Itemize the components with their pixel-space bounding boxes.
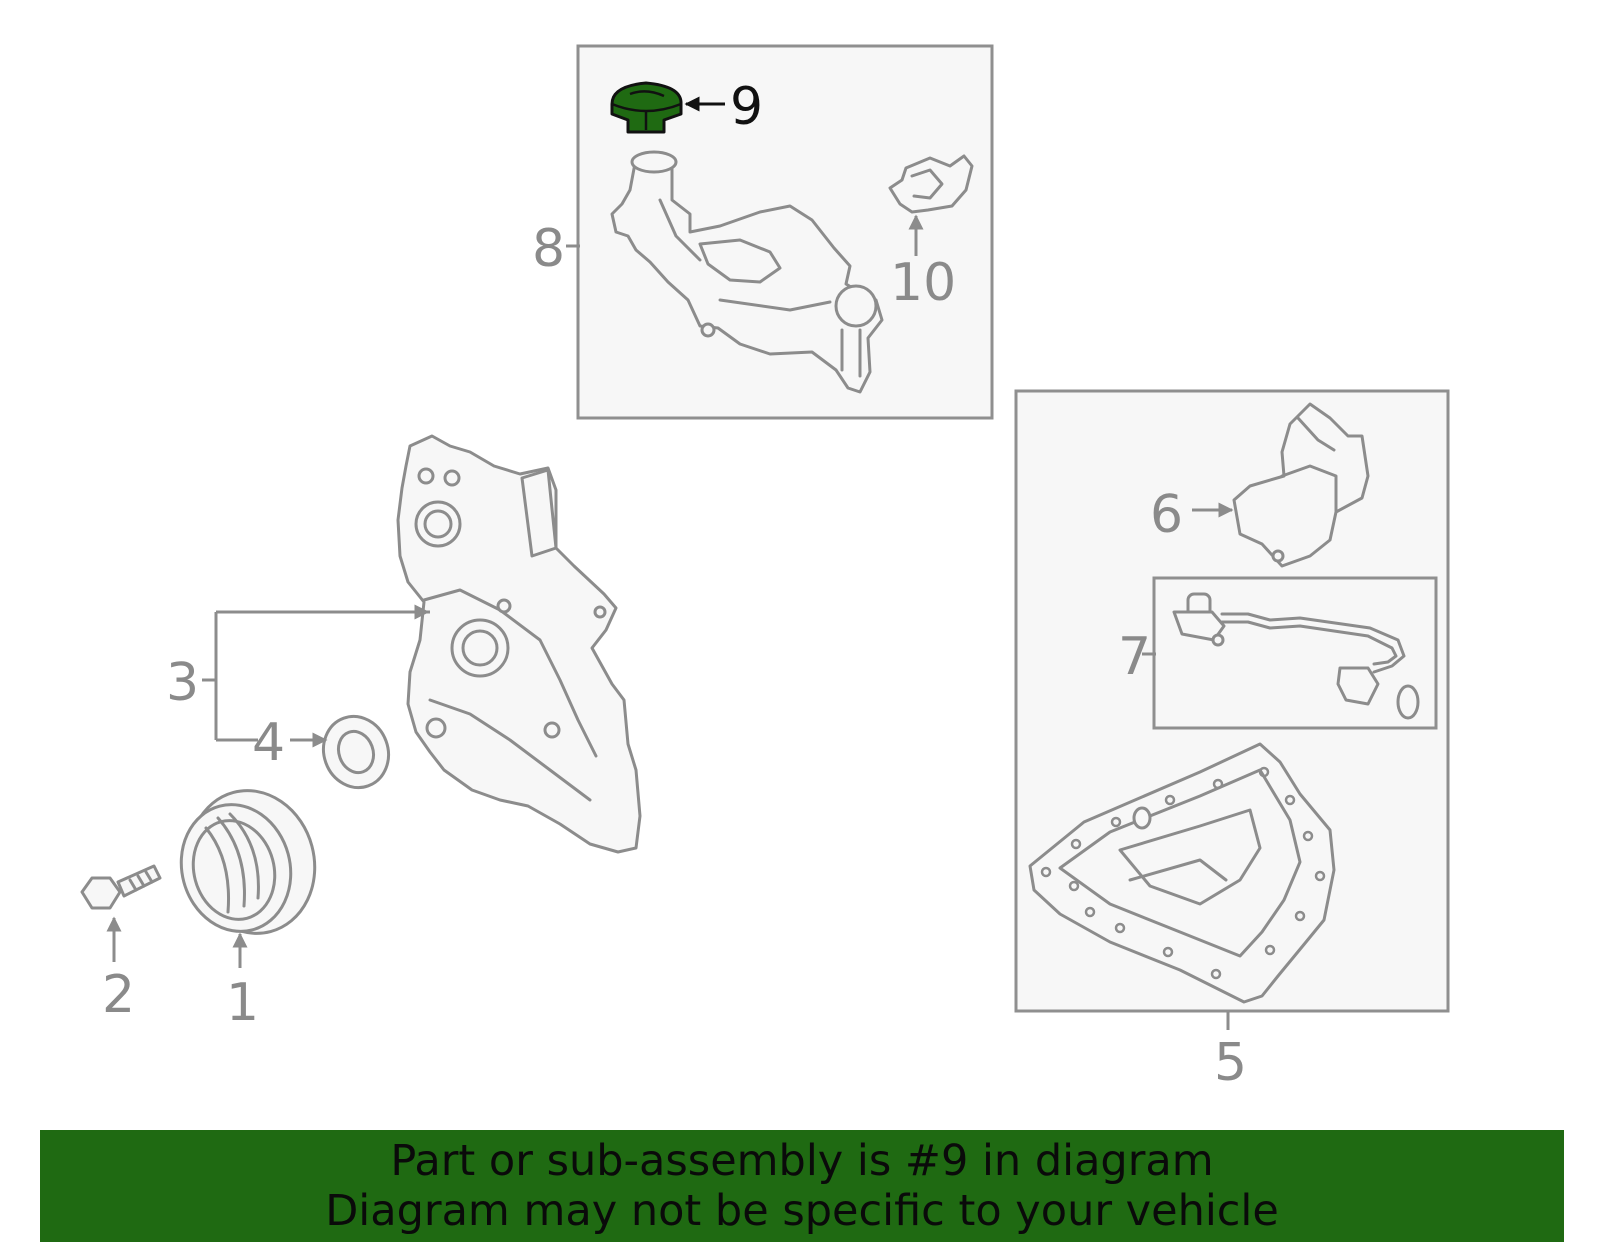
banner-line-2: Diagram may not be specific to your vehi…	[325, 1186, 1279, 1236]
seal-part-4[interactable]	[314, 707, 399, 797]
pulley-part-1[interactable]	[167, 776, 330, 947]
bracket-part-6[interactable]	[1232, 402, 1370, 568]
bolt-part-2[interactable]	[80, 864, 162, 910]
oil-filler-housing-part-8[interactable]	[610, 150, 884, 394]
timing-cover-part-3[interactable]	[396, 434, 642, 854]
callout-9[interactable]: 9	[730, 77, 763, 137]
info-banner: Part or sub-assembly is #9 in diagram Di…	[40, 1130, 1564, 1242]
callout-1[interactable]: 1	[226, 973, 259, 1033]
callout-2[interactable]: 2	[102, 965, 135, 1025]
callout-6[interactable]: 6	[1150, 485, 1183, 545]
callout-3[interactable]: 3	[166, 653, 199, 713]
callout-8[interactable]: 8	[532, 219, 565, 279]
leader-3	[202, 610, 430, 742]
callout-10[interactable]: 10	[890, 253, 956, 313]
callout-5[interactable]: 5	[1214, 1033, 1247, 1093]
callout-7[interactable]: 7	[1118, 627, 1151, 687]
callout-4[interactable]: 4	[252, 713, 285, 773]
oil-pan-part-5[interactable]	[1028, 742, 1336, 1004]
sensor-part-10[interactable]	[888, 154, 974, 214]
oil-tube-part-7[interactable]	[1172, 592, 1420, 720]
banner-line-1: Part or sub-assembly is #9 in diagram	[390, 1136, 1214, 1186]
oil-cap-part-9[interactable]	[610, 81, 683, 134]
